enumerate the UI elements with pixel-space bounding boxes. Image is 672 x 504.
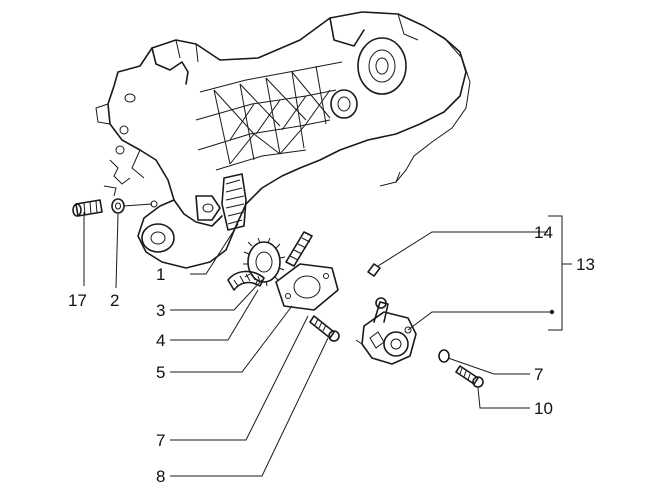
leader-7a [170, 315, 309, 441]
washer-part-7b [438, 349, 450, 363]
bracket-13 [548, 215, 563, 331]
oil-pump-assembly [355, 297, 417, 365]
leader-2 [115, 213, 119, 289]
leader-1 [190, 223, 239, 275]
callout-10: 10 [534, 399, 553, 418]
leader-8 [170, 337, 329, 477]
dash-line-2 [123, 203, 153, 207]
nut-part-2 [111, 198, 125, 214]
callout-1: 1 [156, 265, 165, 284]
cable-part-14 [367, 231, 548, 277]
callout-2: 2 [110, 291, 119, 310]
shim-part-4 [227, 270, 265, 291]
callout-17: 17 [68, 291, 87, 310]
leader-10 [477, 387, 530, 409]
leader-3 [170, 279, 263, 311]
callout-5: 5 [156, 363, 165, 382]
screw-part-8 [309, 315, 340, 342]
callout-13: 13 [576, 255, 595, 274]
bolt-part-10 [455, 365, 484, 388]
crankcase [95, 11, 471, 269]
leader-7b [447, 357, 530, 375]
leader-4 [170, 289, 259, 341]
gear-part-3 [243, 237, 286, 287]
callout-labels: 1 17 2 3 4 5 7 8 14 13 7 10 [68, 223, 595, 486]
callout-14: 14 [534, 223, 553, 242]
gasket-part-5 [275, 263, 339, 311]
callout-8: 8 [156, 467, 165, 486]
leader-13 [407, 311, 552, 331]
callout-7-right: 7 [534, 365, 543, 384]
leader-lines [83, 212, 572, 477]
pin-with-spring [285, 231, 313, 267]
leader-5 [170, 305, 293, 373]
callout-7-left: 7 [156, 431, 165, 450]
callout-3: 3 [156, 301, 165, 320]
dot-13 [549, 309, 555, 315]
stud-hole-marker [150, 200, 158, 208]
stud-part-17 [72, 199, 103, 217]
callout-4: 4 [156, 331, 165, 350]
